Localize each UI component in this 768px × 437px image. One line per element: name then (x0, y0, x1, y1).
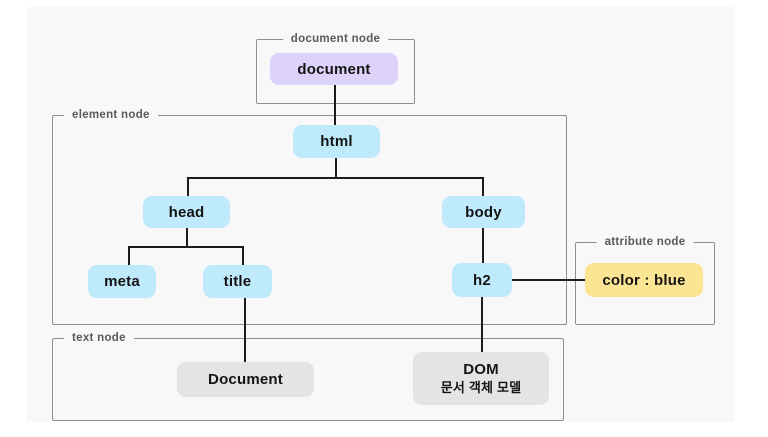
node-title: title (203, 265, 272, 298)
node-attribute-color-blue: color : blue (585, 263, 703, 297)
element-node-group: element node (52, 108, 567, 325)
attribute-node-group: attribute node (575, 235, 715, 325)
attribute-node-group-label: attribute node (596, 235, 694, 250)
node-head: head (143, 196, 230, 228)
node-html: html (293, 125, 380, 158)
node-text-document: Document (177, 362, 314, 397)
node-text-dom-line1: DOM (463, 361, 499, 378)
node-text-dom-line2: 문서 객체 모델 (440, 380, 522, 395)
text-node-group-label: text node (64, 331, 134, 346)
node-h2: h2 (452, 263, 512, 297)
node-body: body (442, 196, 525, 228)
document-node-group-label: document node (282, 32, 389, 47)
node-meta: meta (88, 265, 156, 298)
node-text-dom: DOM 문서 객체 모델 (413, 352, 549, 405)
node-document: document (270, 53, 398, 85)
element-node-group-label: element node (64, 108, 158, 123)
text-node-group: text node (52, 331, 564, 421)
